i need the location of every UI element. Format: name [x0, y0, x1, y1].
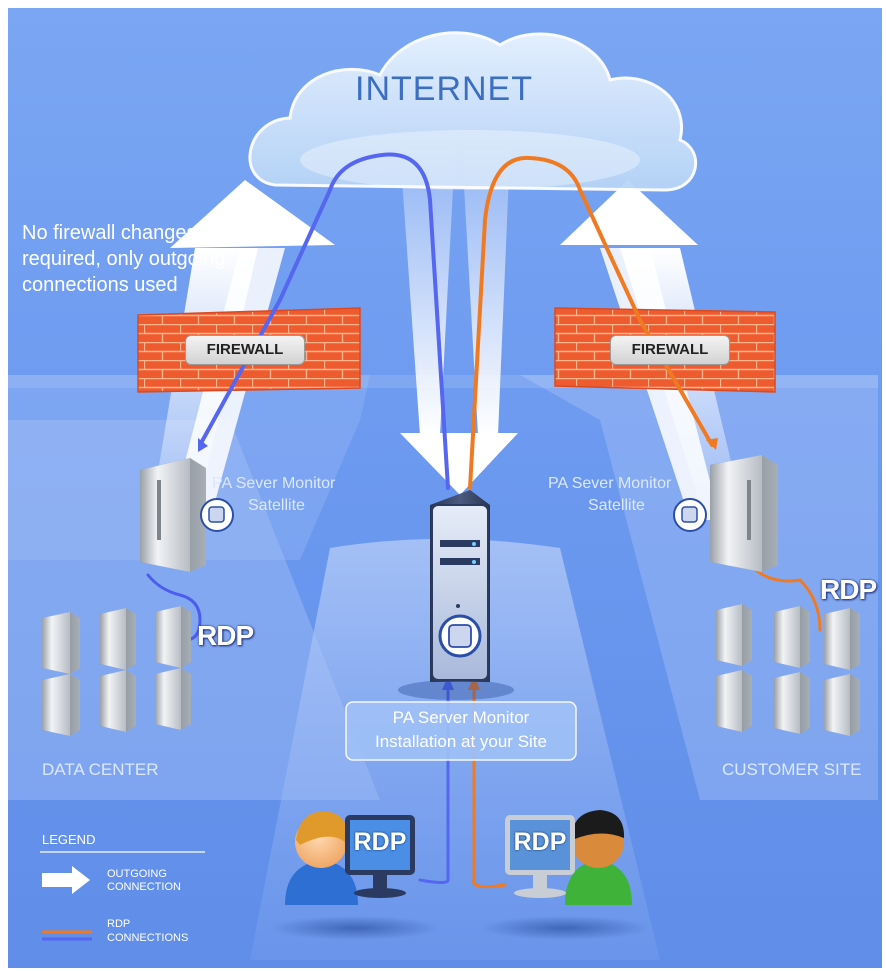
legend-outgoing-arrow-icon	[42, 866, 90, 894]
install-label-box	[345, 701, 577, 761]
satellite-server-right	[710, 455, 778, 572]
satellite-right-label-line1: PA Sever Monitor	[548, 475, 672, 492]
install-label-line2: Installation at your Site	[375, 732, 547, 751]
customer-site-servers	[716, 604, 860, 736]
monitor-rdp-label-left: RDP	[353, 828, 407, 856]
legend-outgoing-line1: OUTGOING	[107, 868, 167, 880]
right-user-shadow	[480, 916, 650, 940]
rdp-connection-orange	[468, 155, 822, 889]
legend	[40, 851, 205, 941]
firewall-note-line3: connections used	[22, 274, 178, 296]
left-user-shadow	[270, 916, 440, 940]
internet-label: INTERNET	[355, 70, 533, 108]
left-monitor-icon	[345, 815, 415, 898]
install-label-line1: PA Server Monitor	[392, 708, 530, 727]
satellite-right-label-line2: Satellite	[588, 497, 645, 514]
data-center-servers	[42, 606, 191, 736]
internet-cloud	[248, 31, 697, 192]
satellite-left-label-line1: PA Sever Monitor	[212, 475, 336, 492]
right-user-icon	[565, 810, 632, 905]
data-center-label: DATA CENTER	[42, 760, 159, 779]
arrowheads	[198, 438, 718, 690]
monitor-rdp-label-right: RDP	[513, 828, 567, 856]
firewall-note-line1: No firewall changes	[22, 222, 197, 244]
firewall-left-label: FIREWALL	[185, 335, 305, 365]
rdp-label-right: RDP	[820, 574, 877, 605]
firewall-note-line2: required, only outgoing	[22, 248, 226, 270]
legend-rdp-line1: RDP	[107, 918, 131, 930]
firewall-right-label: FIREWALL	[610, 335, 730, 365]
right-monitor-icon	[505, 815, 575, 898]
satellite-badge-left-icon	[200, 498, 234, 532]
legend-title: LEGEND	[42, 832, 96, 847]
satellite-badge-right-icon	[673, 498, 707, 532]
left-user-icon	[285, 811, 358, 905]
satellite-server-left	[140, 458, 206, 572]
rdp-label-left: RDP	[197, 620, 254, 651]
customer-site-label: CUSTOMER SITE	[722, 760, 862, 779]
legend-outgoing-line2: CONNECTION	[107, 881, 181, 893]
satellite-left-label-line2: Satellite	[248, 497, 305, 514]
rdp-connection-blue	[146, 152, 450, 884]
legend-rdp-line2: CONNECTIONS	[107, 932, 189, 944]
main-server	[398, 490, 514, 700]
